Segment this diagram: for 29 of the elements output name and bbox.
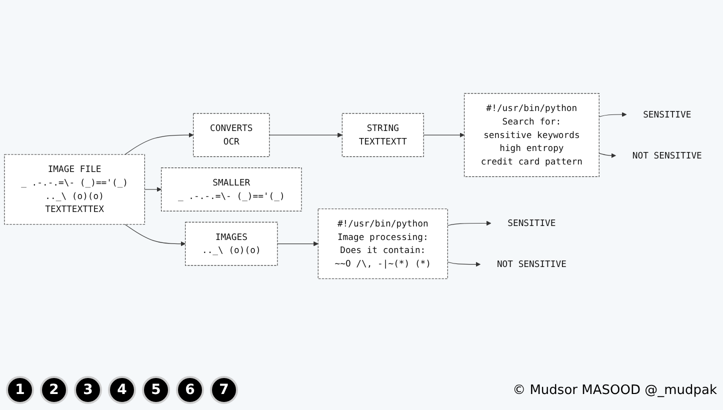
arrow [598,152,616,158]
node-box: SMALLER _ .-.-.=\- (_)=='(_) [161,167,302,211]
node-box: CONVERTS OCR [193,112,270,157]
arrow [269,132,342,138]
callout-number: 2 [40,376,68,404]
callout-number: 5 [142,376,170,404]
node-text: SENSITIVE [508,217,556,228]
arrow [423,132,464,138]
arrow [124,132,194,154]
arrow [124,224,186,246]
callout-number: 1 [6,376,34,404]
callout-number: 3 [74,376,102,404]
node-box: STRING TEXTTEXTT [342,112,424,157]
node-text: NOT SENSITIVE [496,258,566,269]
node-box: IMAGES .._\ (o)(o) [185,222,278,266]
callout-number: 7 [210,376,238,404]
callout-number: 4 [108,376,136,404]
node-box: #!/usr/bin/python Search for: sensitive keywords high entropy credit card pattern [464,92,600,177]
node-box: #!/usr/bin/python Image processing: Does it contain: ~~O /\, -|~(*) (*) [318,208,448,279]
node-text: NOT SENSITIVE [632,150,702,160]
arrow [598,112,627,117]
callout-number: 6 [176,376,204,404]
arrow [447,220,492,226]
arrow [144,186,162,192]
credit-text: © Mudsor MASOOD @_mudpak [512,382,717,398]
arrow [447,261,481,266]
node-text: SENSITIVE [643,108,692,120]
arrow [277,240,318,246]
node-box: IMAGE FILE _ .-.-.=\- (_)=='(_) .._\ (o)(o) TEXTTEXTTEX [4,154,145,224]
